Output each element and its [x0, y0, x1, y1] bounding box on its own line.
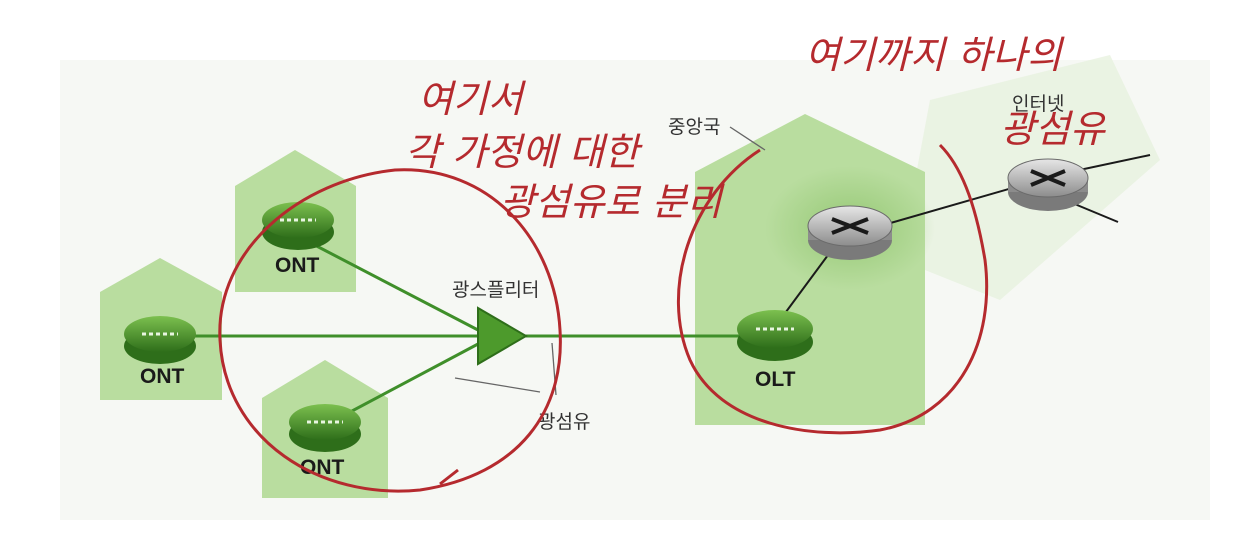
- router-icon-internet: [1007, 158, 1089, 211]
- ont-device-icon-bottom: [289, 404, 361, 452]
- ont-label-top: ONT: [275, 254, 320, 277]
- annotation-right-line2: 광섬유: [1000, 107, 1107, 151]
- annotation-left-line1: 여기서: [418, 77, 527, 121]
- annotation-left-line3: 광섬유로 분리: [500, 180, 725, 224]
- annotation-circle-left: [218, 168, 562, 493]
- annotation-left-line2: 각 가정에 대한: [405, 130, 643, 174]
- ont-device-icon-top: [262, 202, 334, 250]
- central-office-label: 중앙국: [668, 116, 720, 138]
- olt-label: OLT: [755, 368, 796, 391]
- olt-device-icon: [737, 310, 813, 361]
- ont-device-icon-left: [124, 316, 196, 364]
- annotation-right-line1: 여기까지 하나의: [805, 33, 1065, 77]
- internet-label: 인터넷: [1012, 93, 1064, 115]
- splitter-label: 광스플리터: [452, 279, 539, 301]
- router-icon-central: [807, 205, 893, 260]
- fiber-line-top: [304, 238, 479, 332]
- annotation-circle-left-tail: [439, 468, 459, 486]
- fiber-leader-line: [454, 377, 541, 393]
- central-office-leader: [729, 126, 766, 151]
- fiber-label: 광섬유: [538, 411, 590, 433]
- optical-splitter-icon: [477, 306, 528, 366]
- annotation-circle-right: [677, 143, 989, 435]
- ont-label-left: ONT: [140, 365, 185, 388]
